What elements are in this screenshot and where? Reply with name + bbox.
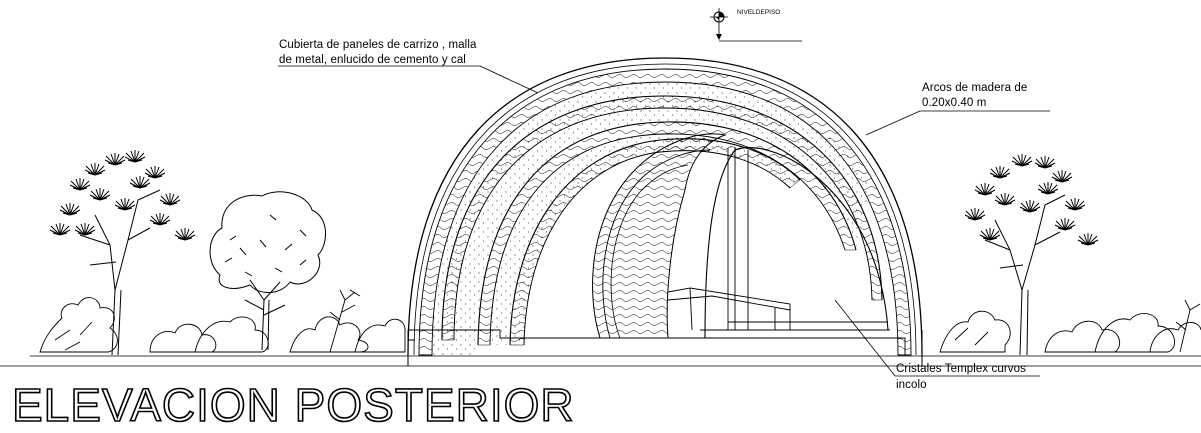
ground-lines: [0, 355, 1201, 367]
cristales-label-line2: incolo: [896, 379, 927, 391]
cristales-label-line1: Cristales Templex curvos: [896, 363, 1027, 375]
cubierta-label-line1: Cubierta de paneles de carrizo , malla: [279, 39, 477, 51]
arcos-label-line2: 0.20x0.40 m: [922, 97, 987, 109]
shrubs-left: [39, 289, 406, 353]
tree-left-round: [209, 191, 326, 351]
tree-left-tall: [49, 149, 196, 356]
leader-lines: [278, 65, 1050, 377]
cubierta-label-line2: de metal, enlucido de cemento y cal: [279, 54, 466, 66]
shrubs-right: [939, 299, 1201, 353]
dome-structure: [407, 57, 923, 366]
tree-right-tall: [964, 153, 1099, 356]
level-marker: [710, 8, 802, 42]
arcos-label-line1: Arcos de madera de: [922, 82, 1028, 94]
level-label: NIVELDEPISO: [737, 9, 781, 16]
drawing-title: ELEVACION POSTERIOR: [11, 379, 575, 431]
